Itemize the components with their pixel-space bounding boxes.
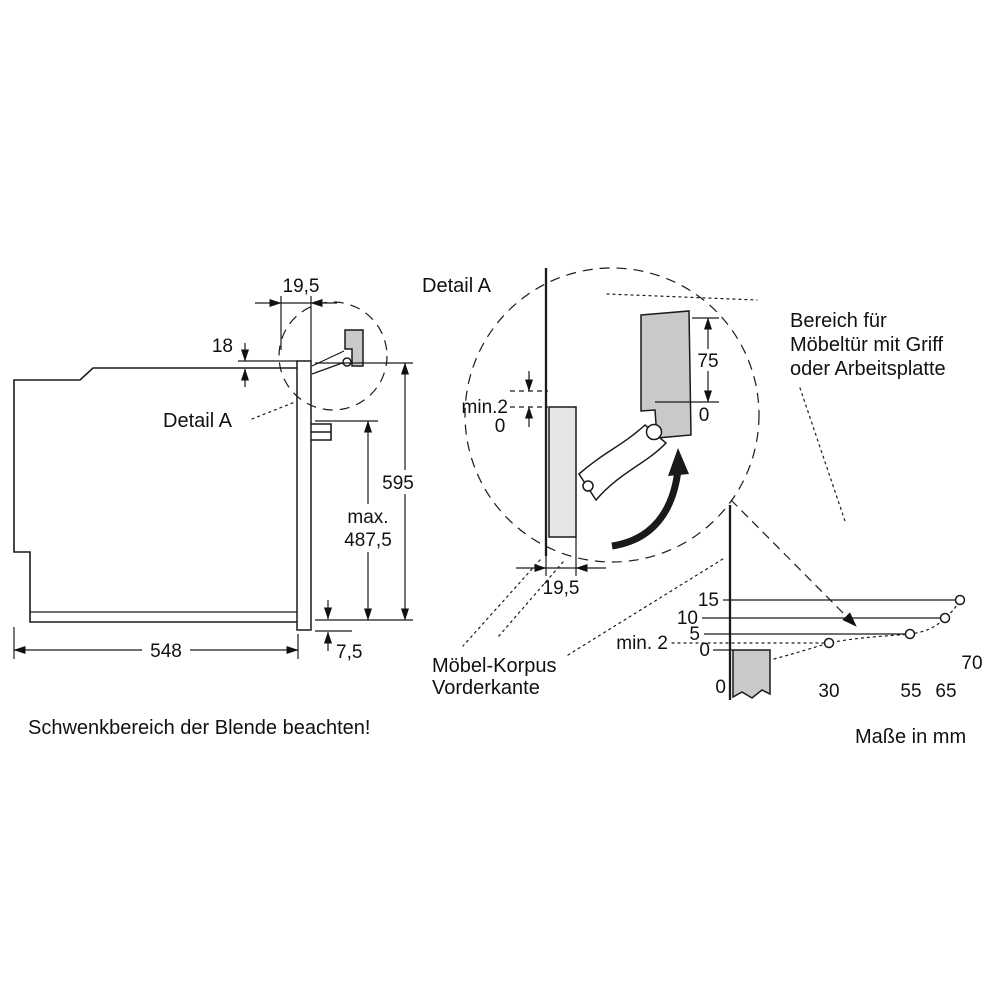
swing-arrow-head: [668, 448, 689, 476]
dim-depth-value: 548: [150, 641, 182, 662]
dim-depth-label-bg: [142, 639, 190, 661]
korpus-label-line1: Möbel-Korpus: [432, 655, 557, 677]
graph-min-label: min. 2: [616, 633, 668, 654]
units-note: Maße in mm: [855, 726, 966, 748]
area-note-line1: Bereich für: [790, 310, 887, 332]
hinge-arm-pivot-lower: [582, 480, 594, 492]
swing-note: Schwenkbereich der Blende beachten!: [28, 717, 370, 739]
hinge-bracket: [344, 329, 364, 367]
area-annotation: Bereich für Möbeltür mit Griff oder Arbe…: [606, 293, 946, 525]
korpus-leader-lines: [462, 556, 727, 656]
oven-handle: [311, 423, 332, 441]
dim-height-label-bg: [375, 470, 421, 494]
graph-ylabel-10: 10: [677, 608, 698, 629]
dim-max-label-bg: [336, 504, 400, 552]
graph-point-65-10: [939, 612, 951, 624]
graph-xlabel-55: 55: [900, 681, 921, 702]
dim-door-value: 75: [697, 351, 718, 372]
detail-a-label-left: Detail A: [163, 410, 233, 432]
dim-door-label-bg: [695, 349, 721, 371]
area-note-line2: Möbeltür mit Griff: [790, 334, 943, 356]
area-note-leader-top: [606, 293, 758, 301]
oven-front-panel-section: [548, 406, 577, 538]
dim-min-gap-value: min.2: [462, 397, 508, 418]
oven-front-frame: [296, 360, 312, 631]
graph-point-30-min2: [823, 637, 835, 649]
oven-side-view: 19,5 18 Detail A 595 max. 487,5 7,5 548 …: [13, 276, 421, 739]
graph-point-70-15: [954, 594, 966, 606]
graph-xlabel-30: 30: [818, 681, 839, 702]
dim-height-value: 595: [382, 473, 414, 494]
area-note-leader-diagonal: [799, 387, 847, 525]
dim-bottom-lip-value: 7,5: [336, 642, 362, 663]
korpus-label-line2: Vorderkante: [432, 677, 540, 699]
detail-a-label-main: Detail A: [422, 275, 492, 297]
dim-door-zero: 0: [699, 405, 710, 426]
graph-ylabel-15: 15: [698, 590, 719, 611]
dim-max-prefix: max.: [347, 507, 388, 528]
graph-xlabel-70: 70: [961, 653, 982, 674]
hinge-pivot: [342, 357, 352, 367]
dim-front-offset-value: 19,5: [543, 578, 580, 599]
clearance-graph: 15 10 5 0 min. 2 0 30 55 65 70: [616, 499, 983, 702]
detail-a-circle: [464, 267, 760, 563]
dim-hinge-offset-value: 19,5: [283, 276, 320, 297]
graph-ylabel-0: 0: [699, 640, 710, 661]
area-note-line3: oder Arbeitsplatte: [790, 358, 946, 380]
dim-max-value: 487,5: [344, 530, 392, 551]
detail-a-leader: [251, 401, 296, 420]
detail-a-ring: [278, 301, 388, 411]
swing-arrow-shaft: [611, 469, 682, 550]
hinge-arm: [578, 423, 668, 502]
dim-top-inset-value: 18: [212, 336, 233, 357]
dim-min-gap-zero: 0: [495, 416, 506, 437]
furniture-panel-section: [732, 649, 771, 699]
graph-origin-label: 0: [715, 677, 726, 698]
detail-a-view: Detail A 75 0 min.2 0 19,5 Möbel-Korpus …: [422, 267, 760, 699]
graph-xlabel-65: 65: [935, 681, 956, 702]
hinge-arm-pivot: [645, 423, 663, 441]
graph-ylabel-5: 5: [689, 624, 700, 645]
graph-point-55-5: [904, 628, 916, 640]
